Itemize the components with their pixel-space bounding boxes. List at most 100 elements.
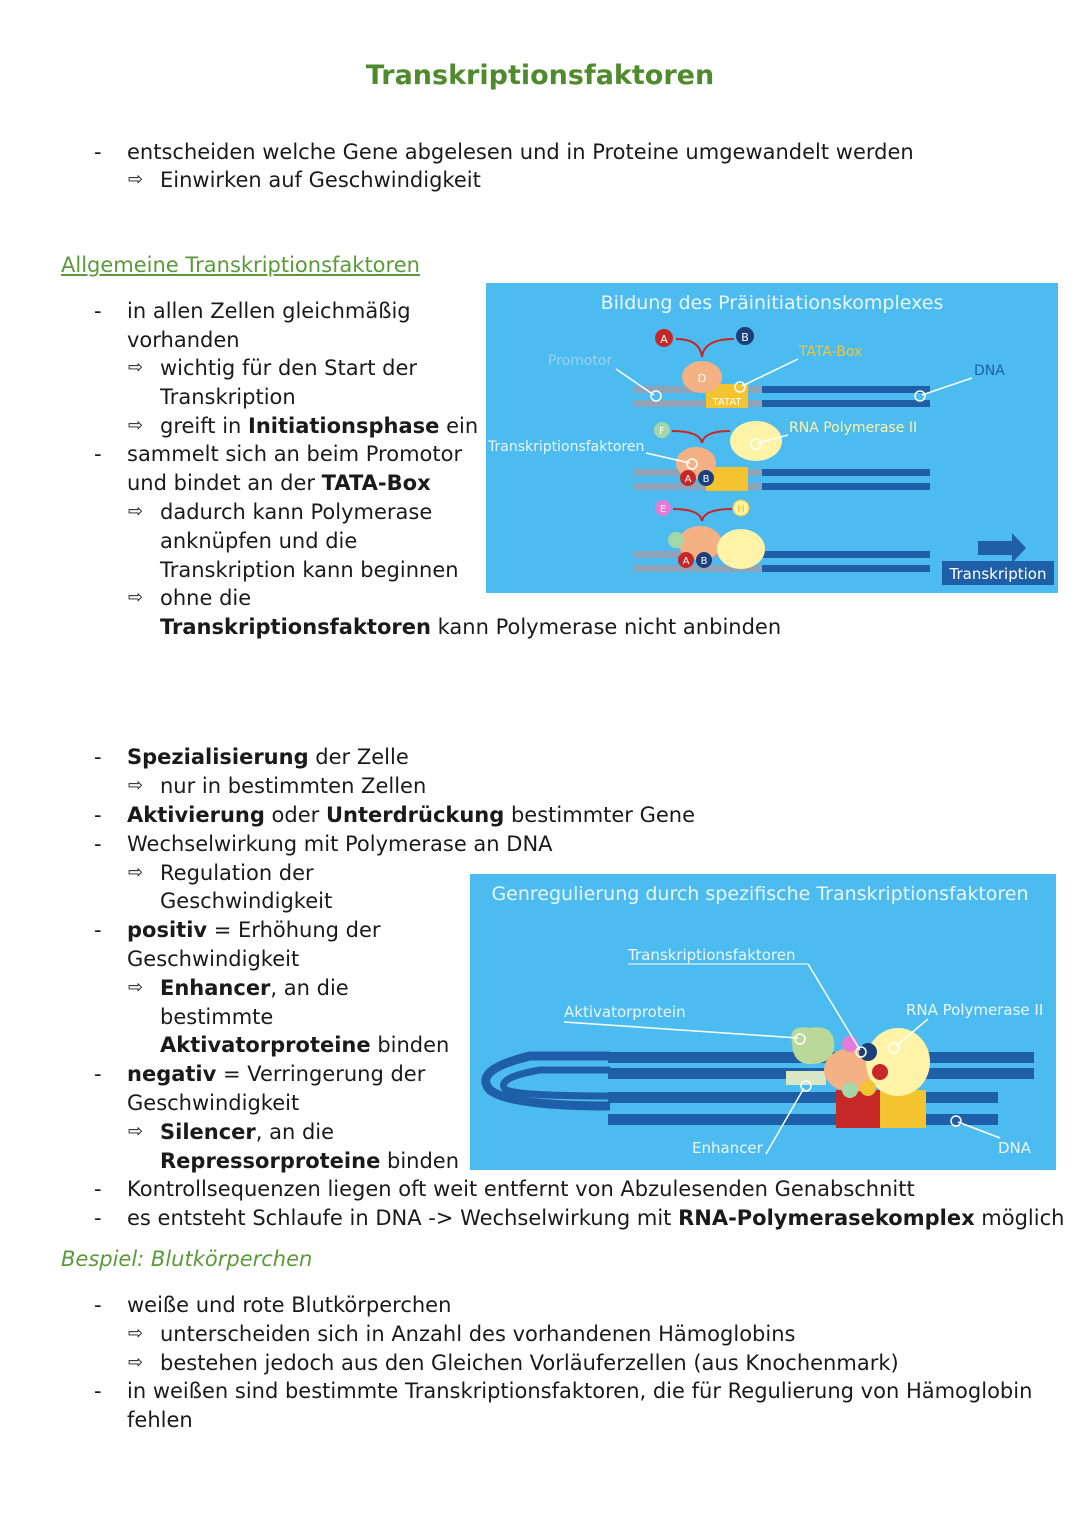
tata-text: TATAT <box>712 397 743 408</box>
svg-text:A: A <box>683 556 690 567</box>
arrow-icon: ⇨ <box>128 1121 144 1142</box>
text-line: positiv = Erhöhung der <box>127 918 381 942</box>
text-line: Regulation der <box>160 861 314 885</box>
figure-genregulierung: Genregulierung durch spezifische Transkr… <box>470 874 1056 1170</box>
arrow-icon: ⇨ <box>128 1352 144 1373</box>
text-line: Transkription kann beginnen <box>160 558 459 582</box>
bullet-dash: - <box>94 140 102 164</box>
factor-f <box>654 422 670 438</box>
text-line: Geschwindigkeit <box>127 947 300 971</box>
text-line: weiße und rote Blutkörperchen <box>127 1293 452 1317</box>
bullet-dash: - <box>94 918 102 942</box>
intro-line: entscheiden welche Gene abgelesen und in… <box>127 140 914 164</box>
text-line: Transkriptionsfaktoren kann Polymerase n… <box>160 615 782 639</box>
enhancer-segment <box>786 1071 826 1085</box>
text-line: und bindet an der TATA-Box <box>127 471 431 495</box>
label-rna-polymerase: RNA Polymerase II <box>906 1001 1043 1019</box>
text-line: Spezialisierung der Zelle <box>127 745 409 769</box>
arrow-icon: ⇨ <box>128 501 144 522</box>
svg-text:B: B <box>703 474 710 485</box>
label-aktivatorprotein: Aktivatorprotein <box>564 1003 686 1021</box>
arrow-icon: ⇨ <box>128 775 144 796</box>
transkription-label-box <box>942 561 1054 585</box>
label-dna: DNA <box>974 363 1005 379</box>
bullet-dash: - <box>94 1062 102 1086</box>
factor-d <box>682 361 722 393</box>
bullet-dash: - <box>94 1293 102 1317</box>
arrow-icon: ⇨ <box>128 415 144 436</box>
dna-strand <box>762 386 930 393</box>
text-line: anknüpfen und die <box>160 529 358 553</box>
promotor-segment <box>836 1090 880 1128</box>
text-line: Wechselwirkung mit Polymerase an DNA <box>127 832 553 856</box>
svg-text:H: H <box>737 504 745 515</box>
text-line: fehlen <box>127 1408 193 1432</box>
text-line: Aktivatorproteine binden <box>160 1033 450 1057</box>
svg-text:A: A <box>685 474 692 485</box>
svg-text:B: B <box>741 331 749 344</box>
figure-praeinitiationskomplex: Bildung des Präinitiationskomplexes TATA… <box>486 283 1058 593</box>
factor-e <box>655 500 671 516</box>
label-tata-box: TATA-Box <box>798 344 862 360</box>
factor-h <box>732 499 750 517</box>
label-transkriptionsfaktoren: Transkriptionsfaktoren <box>627 946 796 964</box>
text-line: greift in Initiationsphase ein <box>160 414 479 438</box>
rna-polymerase <box>730 421 782 461</box>
arrow-icon: ⇨ <box>128 357 144 378</box>
figure-genregulierung-graphic: Genregulierung durch spezifische Transkr… <box>481 883 1043 1157</box>
text-line: unterscheiden sich in Anzahl des vorhand… <box>160 1322 796 1346</box>
svg-text:E: E <box>660 504 666 515</box>
transkription-arrow-icon <box>978 533 1026 563</box>
arrow-icon: ⇨ <box>128 1323 144 1344</box>
label-promotor: Promotor <box>548 353 612 369</box>
text-line: Geschwindigkeit <box>127 1091 300 1115</box>
arrow-icon: ⇨ <box>128 977 144 998</box>
bullet-dash: - <box>94 1206 102 1230</box>
tata-segment <box>880 1090 926 1128</box>
arrow-icon: ⇨ <box>128 587 144 608</box>
dna-strand <box>634 400 762 407</box>
page-title: Transkriptionsfaktoren <box>365 60 715 91</box>
figure-praeinitiationskomplex-graphic: Bildung des Präinitiationskomplexes TATA… <box>487 292 1054 585</box>
svg-text:A: A <box>660 333 668 346</box>
figure-title: Bildung des Präinitiationskomplexes <box>601 292 944 314</box>
intro-subline: Einwirken auf Geschwindigkeit <box>160 168 481 192</box>
text-line: vorhanden <box>127 328 240 352</box>
text-line: in allen Zellen gleichmäßig <box>127 299 411 323</box>
aktivatorprotein <box>791 1027 835 1065</box>
section-heading-beispiel: Bespiel: Blutkörperchen <box>61 1247 313 1271</box>
text-line: Kontrollsequenzen liegen oft weit entfer… <box>127 1177 915 1201</box>
text-line: Silencer, an die <box>160 1120 335 1144</box>
arrow-icon: ⇨ <box>128 169 144 190</box>
svg-text:F: F <box>659 426 665 437</box>
label-enhancer: Enhancer <box>692 1139 764 1157</box>
bullet-dash: - <box>94 803 102 827</box>
dna-loop <box>481 1051 611 1111</box>
bullet-dash: - <box>94 745 102 769</box>
bullet-dash: - <box>94 442 102 466</box>
text-line: Enhancer, an die <box>160 976 349 1000</box>
label-rna-polymerase: RNA Polymerase II <box>789 420 917 436</box>
label-dna: DNA <box>998 1139 1032 1157</box>
arrow-icon: ⇨ <box>128 862 144 883</box>
svg-text:B: B <box>701 556 708 567</box>
text-line: Transkription <box>160 385 296 409</box>
text-line: sammelt sich an beim Promotor <box>127 442 463 466</box>
text-line: Geschwindigkeit <box>160 889 333 913</box>
bullet-dash: - <box>94 1379 102 1403</box>
text-line: negativ = Verringerung der <box>127 1062 426 1086</box>
text-line: Aktivierung oder Unterdrückung bestimmte… <box>127 803 696 827</box>
text-line: dadurch kann Polymerase <box>160 500 433 524</box>
label-transkriptionsfaktoren: Transkriptionsfaktoren <box>487 439 644 455</box>
text-line: wichtig für den Start der <box>160 356 418 380</box>
text-line: nur in bestimmten Zellen <box>160 774 427 798</box>
factor-b <box>736 327 754 345</box>
dna-strand <box>762 400 930 407</box>
text-line: in weißen sind bestimmte Transkriptionsf… <box>127 1379 1033 1403</box>
figure-title: Genregulierung durch spezifische Transkr… <box>491 883 1028 905</box>
bullet-dash: - <box>94 299 102 323</box>
bullet-dash: - <box>94 1177 102 1201</box>
text-line: es entsteht Schlaufe in DNA -> Wechselwi… <box>127 1206 1065 1230</box>
label-transkription: Transkription <box>949 565 1047 583</box>
text-line: bestimmte <box>160 1005 274 1029</box>
